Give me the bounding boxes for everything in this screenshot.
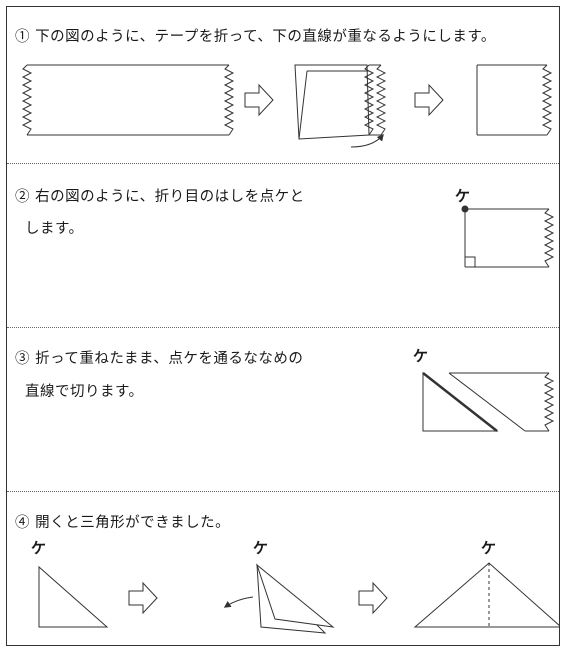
triangle-figure (38, 565, 109, 628)
point-label: ケ (253, 539, 269, 557)
section-divider (7, 163, 559, 164)
point-label: ケ (481, 539, 497, 557)
folded-tape-figure (476, 64, 553, 136)
folding-tape-figure (294, 64, 387, 148)
cut-figure (422, 371, 555, 432)
tape-strip-figure (21, 64, 235, 136)
arrow-icon (414, 83, 444, 117)
step-3-text-line2: 直線で切ります。 (25, 384, 144, 400)
step-4-text: ④ 開くと三角形ができました。 (15, 515, 231, 531)
fold-point-figure (461, 205, 555, 268)
step-1-text: ① 下の図のように、テープを折って、下の直線が重なるようにします。 (15, 29, 496, 45)
arrow-icon (358, 581, 388, 615)
arrow-icon (128, 581, 158, 615)
isosceles-triangle-figure (413, 562, 559, 628)
point-label: ケ (413, 347, 429, 365)
worksheet-figures (21, 64, 559, 634)
worksheet-frame: ① 下の図のように、テープを折って、下の直線が重なるようにします。 ② 右の図の… (6, 6, 560, 646)
arrow-icon (244, 83, 274, 117)
step-3-text-line1: ③ 折って重ねたまま、点ケを通るななめの (15, 351, 304, 367)
step-2-text-line1: ② 右の図のように、折り目のはしを点ケと (15, 189, 305, 205)
point-label: ケ (31, 539, 47, 557)
section-divider (7, 327, 559, 328)
section-divider (7, 491, 559, 492)
unfolding-figure (223, 563, 335, 634)
point-label: ケ (455, 187, 471, 205)
step-2-text-line2: します。 (25, 221, 84, 237)
